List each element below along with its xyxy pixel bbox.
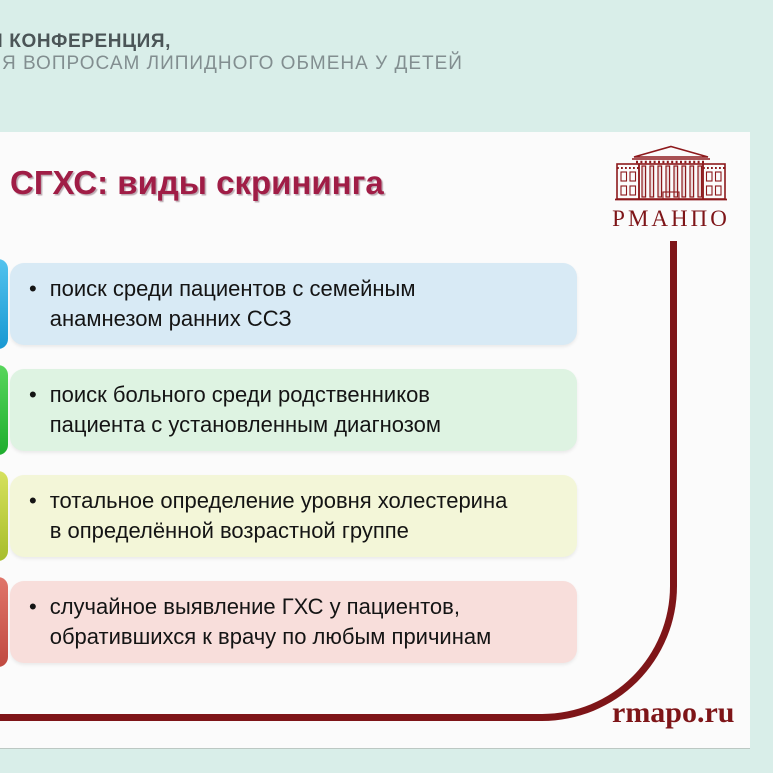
academy-building-icon xyxy=(615,145,727,201)
clipped-letter-fragment: Я xyxy=(0,31,3,53)
bullet-glyph: • xyxy=(29,594,37,619)
item-color-tab xyxy=(0,577,8,667)
screening-item: • тотальное определение уровня холестери… xyxy=(0,471,578,561)
rmanpo-logo: РМАНПО xyxy=(606,145,736,232)
item-text: тотальное определение уровня холестерина… xyxy=(49,488,508,543)
rmapo-site-label: rmapo.ru xyxy=(612,696,735,729)
conference-header-line-1: Я КОНФЕРЕНЦИЯ, xyxy=(0,31,171,53)
item-color-tab xyxy=(0,259,8,349)
item-color-tab xyxy=(0,471,8,561)
item-box: • тотальное определение уровня холестери… xyxy=(10,475,577,557)
conference-title-text: КОНФЕРЕНЦИЯ, xyxy=(9,31,171,52)
screening-item: • случайное выявление ГХС у пациентов,об… xyxy=(0,577,578,667)
bullet-glyph: • xyxy=(29,276,37,301)
slide-title: СГХС: виды скрининга xyxy=(10,164,384,201)
bullet-glyph: • xyxy=(29,382,37,407)
rmanpo-label: РМАНПО xyxy=(612,206,730,231)
item-color-tab xyxy=(0,365,8,455)
maroon-corner-line xyxy=(0,241,677,721)
bullet-glyph: • xyxy=(29,488,37,513)
item-box: • случайное выявление ГХС у пациентов,об… xyxy=(10,581,577,663)
conference-header-line-2: Я ВОПРОСАМ ЛИПИДНОГО ОБМЕНА У ДЕТЕЙ xyxy=(2,53,463,74)
item-text: случайное выявление ГХС у пациентов,обра… xyxy=(49,594,492,649)
